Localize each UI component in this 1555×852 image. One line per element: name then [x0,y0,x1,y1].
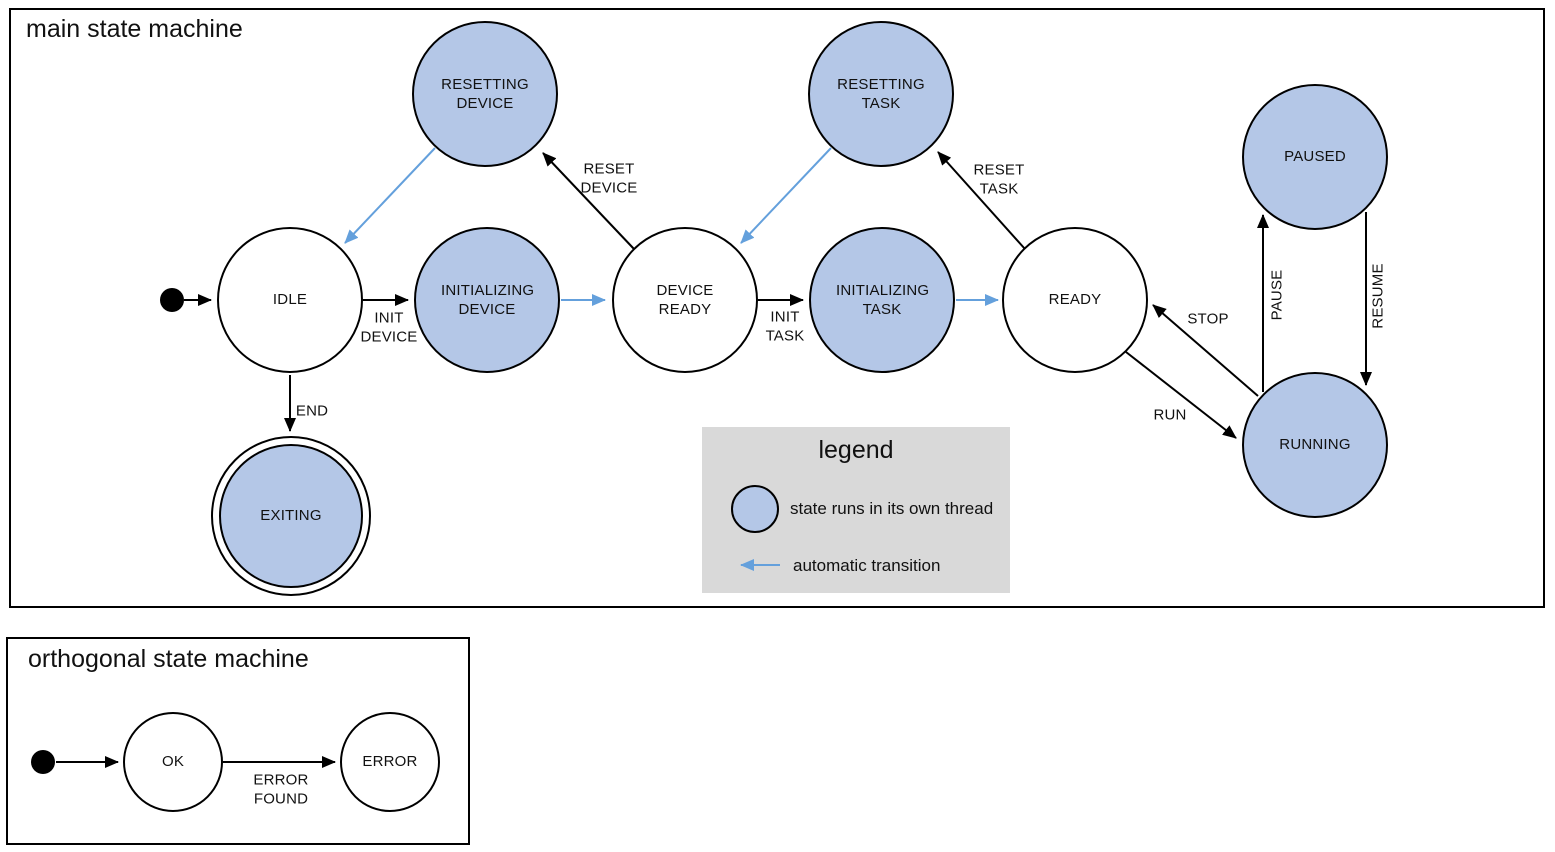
state-error-label: ERROR [362,753,418,771]
state-resetting-device-label: RESETTING DEVICE [441,75,529,113]
state-running: RUNNING [1242,372,1388,518]
threaded-state-circle-icon [731,485,779,533]
legend-title: legend [818,436,894,464]
transition-label-pause: PAUSE [1268,269,1286,321]
state-exiting-final-ring: EXITING [211,436,371,596]
legend-box: legend state runs in its own thread auto… [702,427,1010,593]
state-paused: PAUSED [1242,84,1388,230]
transition-label-run: RUN [1153,406,1187,424]
orthogonal-state-machine-title: orthogonal state machine [28,645,309,673]
orthogonal-initial-state-dot [31,750,55,774]
state-ready: READY [1002,227,1148,373]
transition-label-error-found: ERROR FOUND [253,771,309,807]
transition-label-init-device: INIT DEVICE [360,309,418,345]
state-paused-label: PAUSED [1284,148,1346,166]
state-ok: OK [123,712,223,812]
transition-label-reset-device: RESET DEVICE [580,160,638,196]
transition-label-end: END [295,402,329,420]
transition-label-init-task: INIT TASK [765,308,805,344]
state-initializing-device: INITIALIZING DEVICE [414,227,560,373]
state-resetting-task: RESETTING TASK [808,21,954,167]
state-initializing-task: INITIALIZING TASK [809,227,955,373]
state-idle-label: IDLE [272,291,308,309]
transition-label-stop: STOP [1187,310,1229,328]
state-idle: IDLE [217,227,363,373]
state-device-ready-label: DEVICE READY [656,281,714,319]
state-device-ready: DEVICE READY [612,227,758,373]
legend-item-automatic-label: automatic transition [793,556,941,575]
state-error: ERROR [340,712,440,812]
state-initializing-task-label: INITIALIZING TASK [836,281,930,319]
transition-label-resume: RESUME [1369,263,1387,329]
state-initializing-device-label: INITIALIZING DEVICE [441,281,535,319]
state-resetting-task-label: RESETTING TASK [837,75,925,113]
state-resetting-device: RESETTING DEVICE [412,21,558,167]
main-state-machine-title: main state machine [26,15,243,43]
state-ok-label: OK [161,753,185,771]
main-initial-state-dot [160,288,184,312]
state-ready-label: READY [1048,291,1102,309]
state-running-label: RUNNING [1279,436,1351,454]
transition-label-reset-task: RESET TASK [973,161,1025,197]
state-exiting: EXITING [219,444,363,588]
state-exiting-label: EXITING [260,507,322,525]
legend-item-threaded-label: state runs in its own thread [790,499,994,518]
